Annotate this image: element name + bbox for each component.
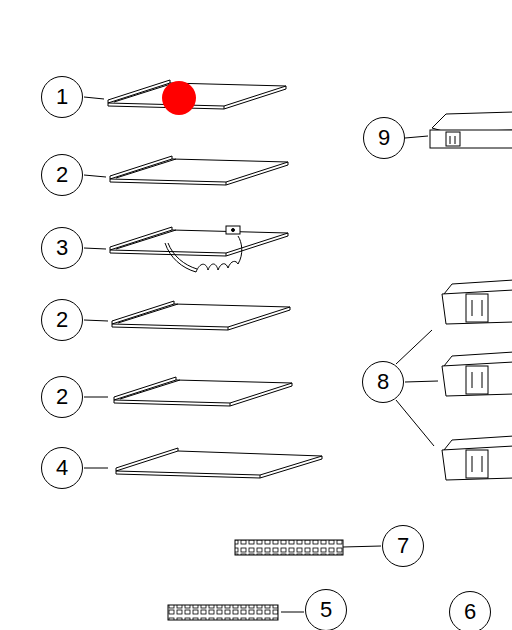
door-bins bbox=[442, 280, 512, 480]
callout-circle: 8 bbox=[362, 361, 404, 403]
callout-circle: 3 bbox=[41, 227, 83, 269]
callout-number: 9 bbox=[378, 127, 390, 149]
callout-number: 2 bbox=[56, 309, 68, 331]
callout-circle: 2 bbox=[41, 154, 83, 196]
door-bin-small bbox=[430, 112, 512, 148]
callout-circle: 2 bbox=[41, 299, 83, 341]
callout-circle: 6 bbox=[449, 591, 491, 630]
callout-circle: 5 bbox=[305, 589, 347, 630]
red-marker bbox=[162, 81, 196, 115]
callout-number: 4 bbox=[56, 457, 68, 479]
heater-wire bbox=[165, 226, 242, 272]
callout-circle: 7 bbox=[382, 525, 424, 567]
callout-number: 8 bbox=[377, 371, 389, 393]
callout-number: 1 bbox=[56, 86, 68, 108]
callout-number: 3 bbox=[56, 237, 68, 259]
glass-shelves bbox=[108, 80, 322, 478]
leader-lines bbox=[84, 97, 438, 612]
callout-number: 2 bbox=[56, 386, 68, 408]
callout-circle: 9 bbox=[363, 117, 405, 159]
callout-circle: 4 bbox=[41, 447, 83, 489]
callout-number: 5 bbox=[320, 599, 332, 621]
callout-circle: 1 bbox=[41, 76, 83, 118]
callout-circle: 2 bbox=[41, 376, 83, 418]
callout-number: 7 bbox=[397, 535, 409, 557]
callout-number: 6 bbox=[464, 601, 476, 623]
callout-number: 2 bbox=[56, 164, 68, 186]
